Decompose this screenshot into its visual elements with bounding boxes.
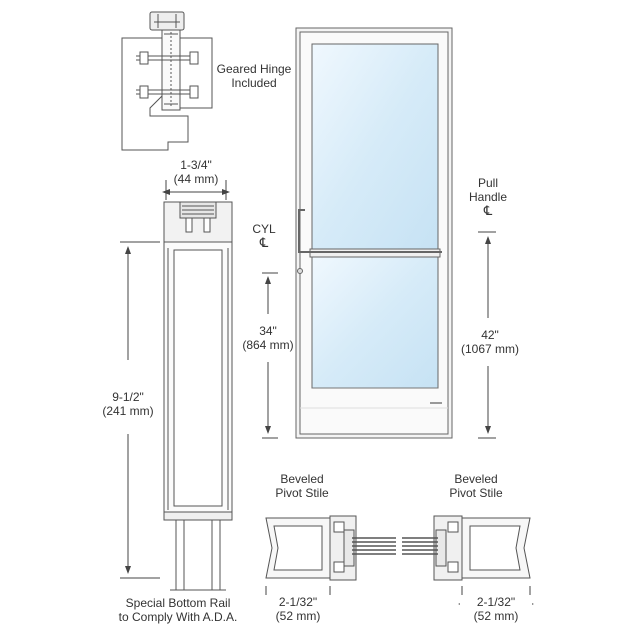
pull-height-label: 42" (1067 mm)	[460, 328, 519, 356]
pivot-stile-section-right	[402, 515, 531, 581]
rail-height-label: 9-1/2" (241 mm)	[102, 390, 154, 418]
pivot-stile-section-left	[265, 515, 396, 581]
pull-label: Pull Handle ℄	[464, 176, 512, 218]
cyl-height-dimension	[262, 272, 278, 439]
cyl-centerline-icon: ℄	[259, 235, 269, 250]
beveled-left-label: Beveled Pivot Stile	[275, 472, 329, 500]
stile-width-dimension	[162, 180, 230, 200]
hinge-screw-upper	[136, 51, 199, 65]
beveled-right-label: Beveled Pivot Stile	[449, 472, 503, 500]
door-elevation	[295, 27, 453, 439]
cyl-height-label: 34" (864 mm)	[242, 324, 294, 352]
stile-section	[163, 201, 233, 591]
rail-height-dimension	[120, 241, 160, 579]
stile-width-label: 1-3/4" (44 mm)	[173, 158, 219, 186]
pull-centerline-icon: ℄	[483, 203, 493, 218]
bottom-rail-note: Special Bottom Rail to Comply With A.D.A…	[118, 596, 238, 624]
hinge-screw-lower	[136, 85, 199, 99]
cylinder-lock	[297, 268, 303, 274]
cyl-label: CYL ℄	[244, 222, 284, 250]
hinge-label: Geared Hinge Included	[216, 62, 292, 90]
pull-height-dimension	[478, 231, 496, 439]
hinge-detail	[121, 11, 213, 151]
stile-right-dim-label: 2-1/32" (52 mm)	[460, 595, 532, 623]
pull-handle	[298, 209, 442, 253]
stile-left-dim-label: 2-1/32" (52 mm)	[262, 595, 334, 623]
